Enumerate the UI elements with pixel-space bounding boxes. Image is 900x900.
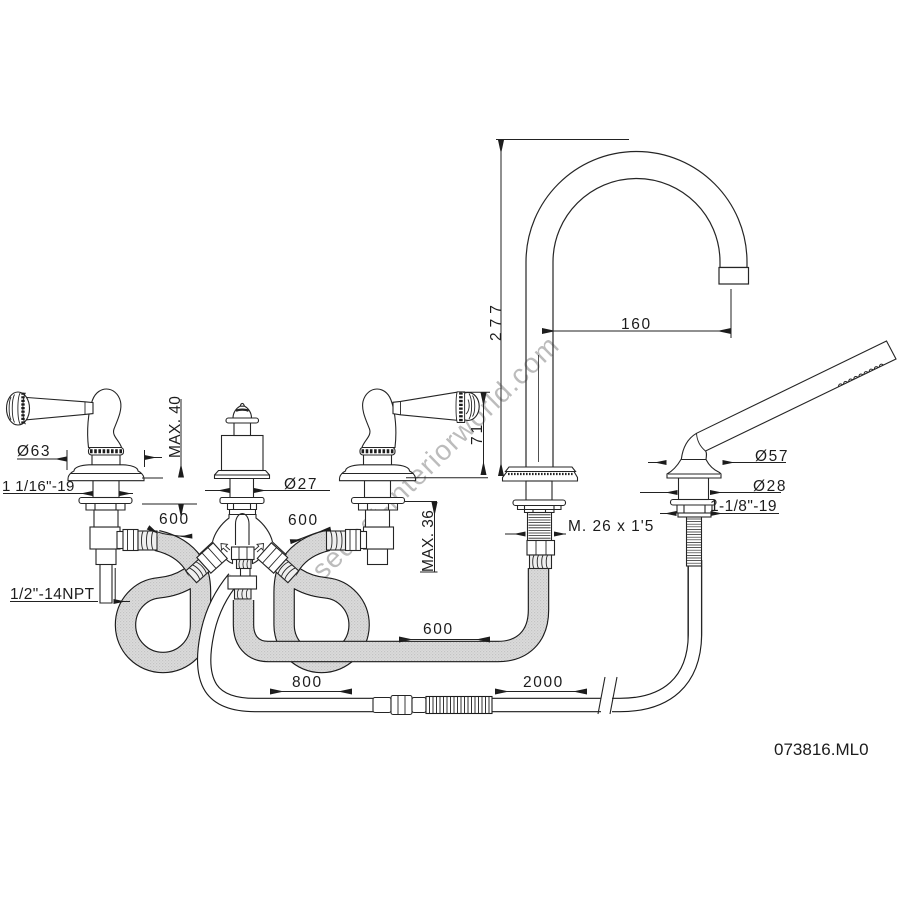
svg-text:277: 277 <box>488 300 505 341</box>
svg-text:Ø57: Ø57 <box>755 448 789 465</box>
svg-text:Ø63: Ø63 <box>17 443 51 460</box>
svg-text:1/2"-14NPT: 1/2"-14NPT <box>10 586 95 603</box>
svg-text:M. 26 x 1'5: M. 26 x 1'5 <box>568 518 654 535</box>
svg-text:073816.ML0: 073816.ML0 <box>774 740 869 759</box>
svg-text:600: 600 <box>159 511 190 528</box>
svg-text:71: 71 <box>469 422 486 445</box>
svg-text:MAX. 40: MAX. 40 <box>167 396 184 458</box>
svg-text:800: 800 <box>292 674 323 691</box>
svg-text:160: 160 <box>621 316 652 333</box>
svg-text:MAX. 36: MAX. 36 <box>420 510 437 572</box>
svg-text:2000: 2000 <box>523 674 564 691</box>
svg-text:600: 600 <box>423 621 454 638</box>
svg-text:600: 600 <box>288 512 319 529</box>
svg-text:1 1/16"-19: 1 1/16"-19 <box>2 478 75 495</box>
svg-text:Ø28: Ø28 <box>753 478 787 495</box>
svg-text:Ø27: Ø27 <box>284 476 318 493</box>
svg-text:1-1/8"-19: 1-1/8"-19 <box>710 498 777 515</box>
